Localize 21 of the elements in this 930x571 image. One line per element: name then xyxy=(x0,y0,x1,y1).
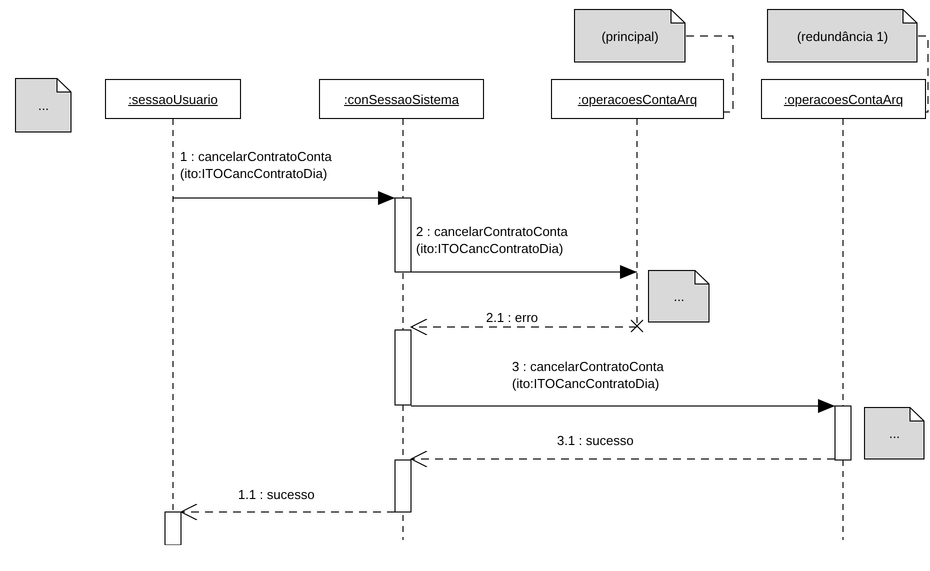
note-text: (redundância 1) xyxy=(796,28,888,44)
note-text: ... xyxy=(674,289,684,304)
note-text: ... xyxy=(38,98,49,113)
object-lifeline xyxy=(761,79,926,540)
note-anchor-line xyxy=(918,36,928,112)
note xyxy=(574,9,686,63)
object-box: :operacoesContaArq xyxy=(551,79,724,119)
message-arrow xyxy=(410,399,836,413)
return-message-arrow xyxy=(410,450,836,468)
object-box: :operacoesContaArq xyxy=(761,79,926,119)
note-text: (principal) xyxy=(601,28,659,44)
message-arrow xyxy=(410,265,638,279)
object-box: :conSessaoSistema xyxy=(319,79,484,119)
note-anchor-line xyxy=(686,36,734,112)
object-box: :sessaoUsuario xyxy=(105,79,241,119)
message-arrow xyxy=(172,191,396,205)
note-text: ... xyxy=(889,426,900,441)
note xyxy=(767,9,918,63)
note xyxy=(15,78,72,133)
return-message-arrow xyxy=(180,504,396,520)
return-message-arrow xyxy=(410,318,638,336)
